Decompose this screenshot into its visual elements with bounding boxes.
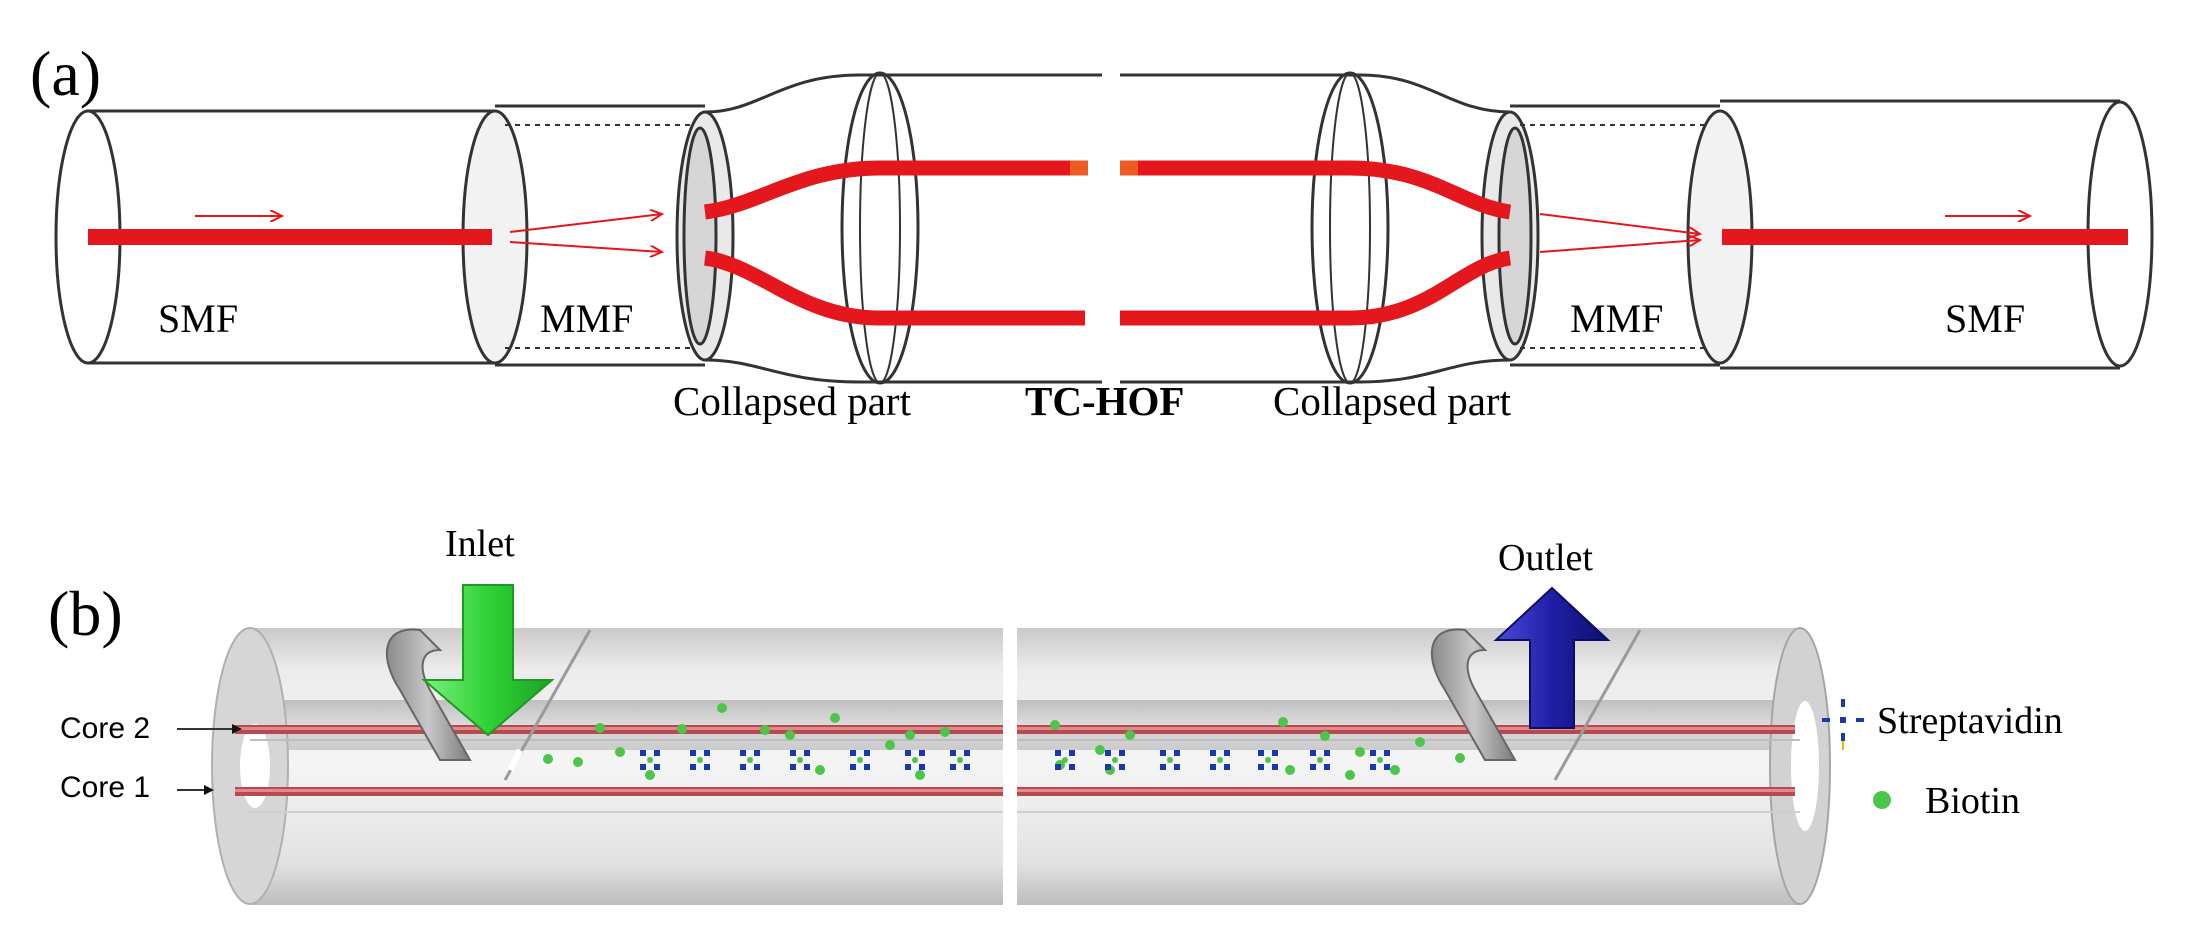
biotin-legend-label: Biotin (1925, 780, 2020, 822)
streptavidin-molecule (740, 750, 760, 770)
biotin-molecule (677, 724, 687, 734)
streptavidin-molecule (1370, 750, 1390, 770)
streptavidin-molecule (1258, 750, 1278, 770)
core-2-pointer-icon (232, 724, 242, 734)
biotin-molecule (543, 754, 553, 764)
collapsed-part-right-label: Collapsed part (1273, 378, 1512, 424)
streptavidin-legend-icon (1822, 699, 1864, 750)
outlet-structure (1431, 628, 1642, 781)
streptavidin-legend-label: Streptavidin (1877, 700, 2063, 742)
inlet-label: Inlet (445, 523, 515, 565)
core-1-label: Core 1 (60, 771, 150, 804)
biotin-molecule (1278, 717, 1288, 727)
panel-a-label: (a) (30, 38, 101, 109)
biotin-molecule (760, 725, 770, 735)
streptavidin-molecule (1310, 750, 1330, 770)
streptavidin-molecule (790, 750, 810, 770)
biotin-molecule (1455, 753, 1465, 763)
biotin-molecule (573, 757, 583, 767)
mmf-left-label: MMF (540, 296, 633, 341)
streptavidin-molecule (850, 750, 870, 770)
biotin-molecule (1095, 745, 1105, 755)
mmf-right-label: MMF (1570, 296, 1663, 341)
biotin-molecule (1050, 720, 1060, 730)
arrow-icon (509, 214, 662, 233)
biotin-molecule (905, 730, 915, 740)
panel-a: (a) (30, 38, 2154, 424)
biotin-molecule (1355, 747, 1365, 757)
biotin-molecule (615, 747, 625, 757)
smf-left-segment (54, 109, 529, 365)
molecules (543, 703, 1465, 780)
smf-left-label: SMF (158, 296, 238, 341)
legend: Streptavidin Biotin (1822, 699, 2063, 822)
biotin-molecule (885, 740, 895, 750)
arrow-icon (509, 241, 662, 252)
core-2-label: Core 2 (60, 712, 150, 745)
streptavidin-molecule (950, 750, 970, 770)
biotin-molecule (940, 727, 950, 737)
fiber-tube (211, 627, 1831, 905)
core-1-pointer-icon (204, 785, 214, 795)
ring-core-bottom-right (1120, 250, 1512, 326)
panel-b: (b) (48, 523, 2063, 915)
streptavidin-molecule (1210, 750, 1230, 770)
hof-right-segment (1120, 71, 1511, 385)
break-gap-b (1003, 615, 1017, 915)
biotin-molecule (595, 723, 605, 733)
arrow-icon (1539, 240, 1700, 253)
streptavidin-molecule (905, 750, 925, 770)
streptavidin-molecule (1105, 750, 1125, 770)
biotin-molecule (830, 713, 840, 723)
mmf-right-segment (1480, 104, 1720, 367)
outlet-arrow-icon (1493, 586, 1611, 729)
ring-core-bottom-left (703, 250, 1085, 326)
biotin-molecule (1390, 765, 1400, 775)
panel-b-label: (b) (48, 578, 123, 649)
hof-left-segment (704, 71, 1102, 385)
inlet-structure (386, 628, 592, 781)
streptavidin-molecule (1160, 750, 1180, 770)
biotin-molecule (915, 770, 925, 780)
streptavidin-molecule (640, 750, 660, 770)
break-gap (1102, 60, 1120, 400)
biotin-molecule (1125, 730, 1135, 740)
biotin-molecule (785, 730, 795, 740)
streptavidin-molecule (1055, 750, 1075, 770)
ring-core-top-right (1120, 160, 1512, 220)
arrow-icon (1539, 213, 1700, 234)
tc-hof-label: TC-HOF (1025, 378, 1184, 424)
biotin-molecule (1345, 770, 1355, 780)
biotin-molecule (815, 765, 825, 775)
streptavidin-molecule (690, 750, 710, 770)
outlet-label: Outlet (1498, 537, 1593, 579)
biotin-molecule (1415, 737, 1425, 747)
right-hollow-opening (1791, 701, 1819, 831)
collapsed-part-left-label: Collapsed part (673, 378, 912, 424)
inlet-arrow-icon (421, 584, 555, 737)
biotin-legend-icon (1873, 791, 1891, 809)
biotin-molecule (1285, 765, 1295, 775)
smf-right-label: SMF (1945, 296, 2025, 341)
light-direction-arrows (195, 214, 2030, 252)
biotin-molecule (1320, 731, 1330, 741)
biotin-molecule (717, 703, 727, 713)
biotin-molecule (645, 770, 655, 780)
ring-core-top-left (703, 160, 1085, 220)
light-paths (88, 160, 2128, 326)
